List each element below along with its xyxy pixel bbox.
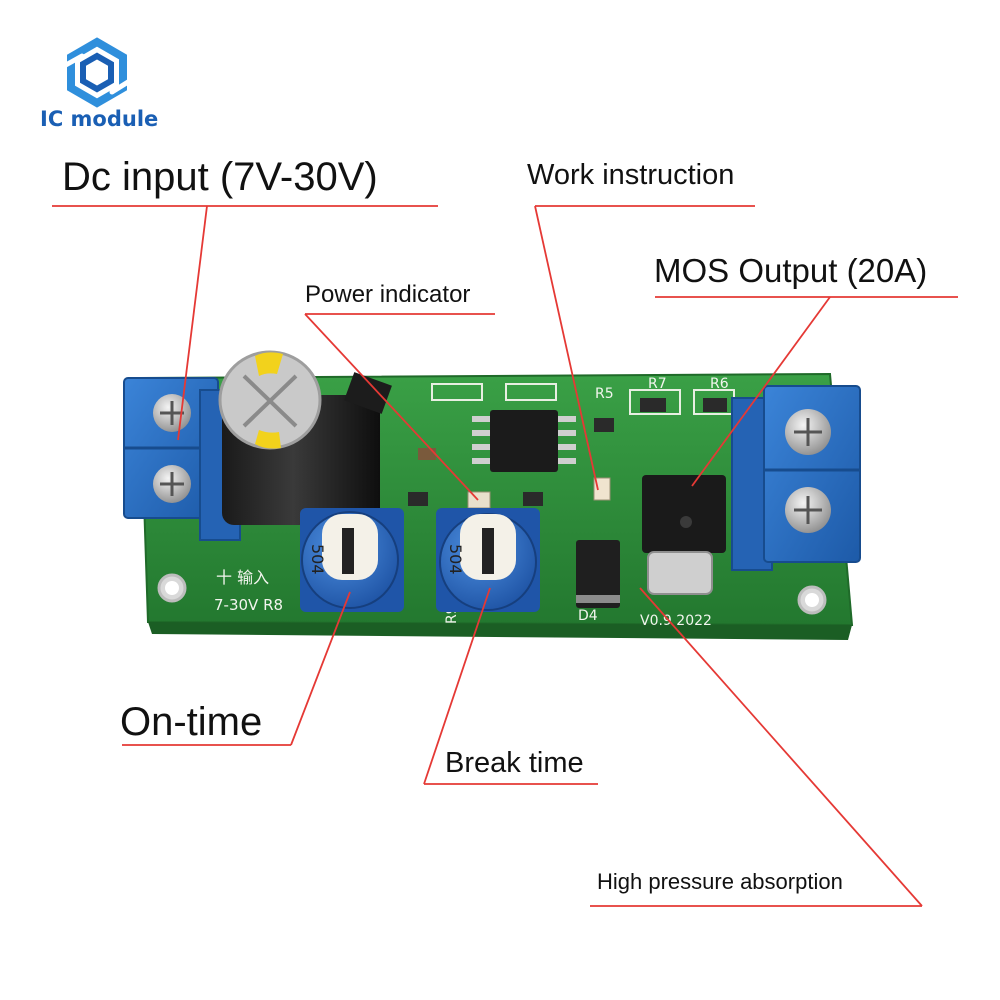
screw-icon: [153, 465, 191, 503]
mounting-hole: [157, 573, 187, 603]
dc-input-leader: [177, 205, 208, 441]
mos-output-leader: [691, 296, 831, 487]
screw-icon: [153, 394, 191, 432]
screw-icon: [785, 409, 831, 455]
on-time-potentiometer: 504: [300, 508, 404, 612]
break-time-potentiometer: 504: [436, 508, 540, 612]
svg-text:R5: R5: [595, 386, 614, 402]
svg-text:504: 504: [308, 544, 327, 575]
electrolytic-capacitor: [218, 350, 380, 525]
work-instruction-leader: [534, 205, 599, 491]
svg-text:504: 504: [446, 544, 465, 575]
power-indicator-leader: [304, 313, 479, 501]
hexagon-logo-icon: [61, 37, 131, 108]
svg-text:V0.9 2022: V0.9 2022: [640, 613, 712, 629]
svg-text:R7: R7: [648, 376, 667, 392]
power-led: [467, 491, 491, 509]
svg-text:R6: R6: [710, 376, 729, 392]
transistor: [344, 372, 392, 414]
high-pressure-leader: [639, 587, 923, 907]
brand-name: IC module: [40, 107, 158, 131]
leader-lines: [52, 205, 958, 907]
work-instruction-label: Work instruction: [527, 159, 734, 191]
output-terminal-block: [731, 385, 861, 571]
power-indicator-label: Power indicator: [305, 281, 470, 308]
svg-text:D4: D4: [578, 608, 598, 624]
high-pressure-absorption-label: High pressure absorption: [597, 869, 843, 894]
work-led: [593, 477, 611, 501]
brand-logo: IC module: [40, 37, 158, 131]
mounting-hole: [797, 585, 827, 615]
mosfet: [642, 475, 726, 595]
screw-icon: [785, 487, 831, 533]
pcb-board: R5 R7 R6 十 输入 7-30V R8 R9 D4 V0.9 2022: [123, 350, 861, 640]
break-time-label: Break time: [445, 747, 584, 779]
dc-input-label: Dc input (7V-30V): [62, 155, 378, 199]
on-time-label: On-time: [120, 700, 262, 744]
break-time-leader: [423, 587, 491, 785]
mos-output-label: MOS Output (20A): [654, 252, 927, 289]
svg-text:7-30V R8: 7-30V R8: [214, 596, 283, 614]
on-time-leader: [290, 591, 351, 746]
ic-chip: [472, 410, 576, 472]
tvs-diode: [576, 540, 620, 608]
svg-text:十 输入: 十 输入: [216, 568, 269, 587]
